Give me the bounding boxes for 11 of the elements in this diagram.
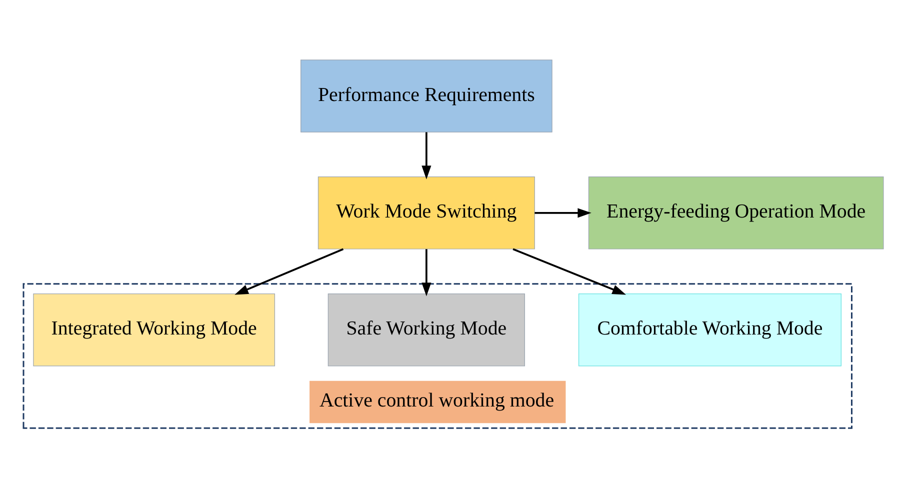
node-box: Comfortable Working Mode — [578, 293, 842, 366]
arrow — [512, 248, 626, 295]
arrow — [422, 249, 432, 296]
node-box: Performance Requirements — [300, 60, 552, 132]
node-box: Safe Working Mode — [328, 293, 525, 366]
node-box: Work Mode Switching — [318, 176, 535, 250]
arrow — [422, 132, 432, 180]
arrow — [234, 248, 344, 295]
node-box: Energy-feeding Operation Mode — [588, 176, 884, 250]
arrow — [534, 208, 592, 218]
node-box: Integrated Working Mode — [33, 293, 276, 366]
